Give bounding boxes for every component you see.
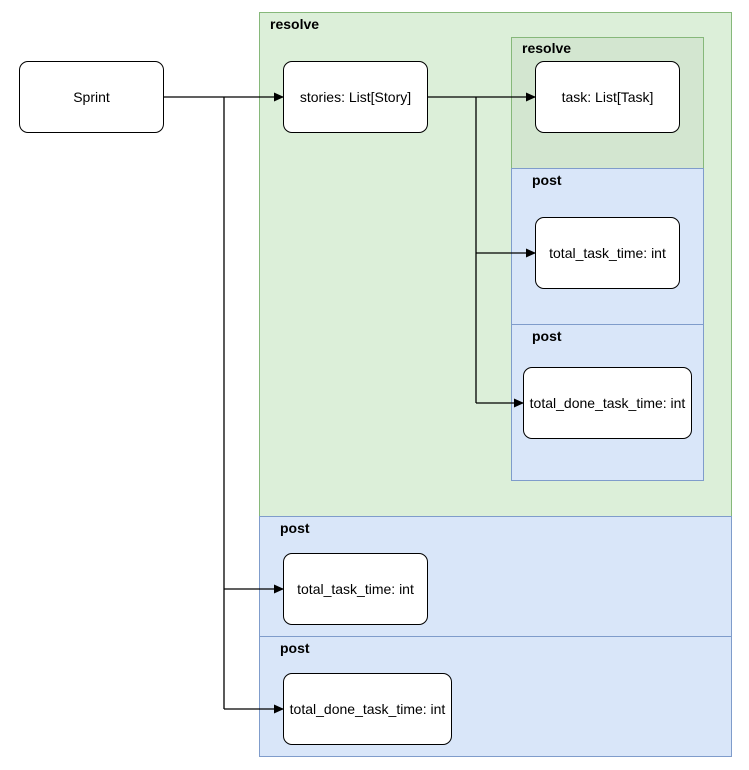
post-panel-inner-1-label: post xyxy=(532,172,562,188)
story-total-done-task-time-node[interactable]: total_done_task_time: int xyxy=(523,367,692,439)
post-panel-inner-2-label: post xyxy=(532,328,562,344)
post-panel-outer-1-label: post xyxy=(280,520,310,536)
task-node[interactable]: task: List[Task] xyxy=(535,61,680,133)
sprint-node[interactable]: Sprint xyxy=(19,61,164,133)
sprint-total-task-time-node[interactable]: total_task_time: int xyxy=(283,553,428,625)
stories-node[interactable]: stories: List[Story] xyxy=(283,61,428,133)
resolve-panel-inner-label: resolve xyxy=(522,40,572,56)
resolve-panel-outer-label: resolve xyxy=(270,16,320,32)
sprint-total-done-task-time-node[interactable]: total_done_task_time: int xyxy=(283,673,452,745)
post-panel-outer-2-label: post xyxy=(280,640,310,656)
story-total-task-time-node[interactable]: total_task_time: int xyxy=(535,217,680,289)
